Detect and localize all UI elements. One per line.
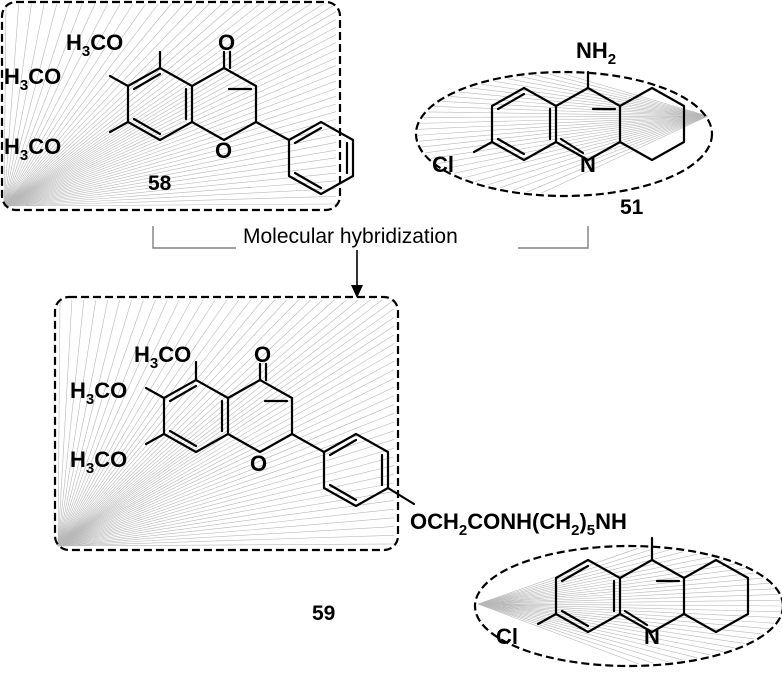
59-methoxy-5-label: H3CO	[134, 342, 191, 372]
frame-tacrine-59	[473, 544, 782, 668]
51-ring-nitrogen-label: N	[580, 152, 596, 177]
hatch-tacrine-51	[418, 73, 709, 194]
structure-58	[108, 50, 355, 196]
59-methoxy-7-label: H3CO	[70, 447, 127, 477]
59-linker-label: OCH2CONH(CH2)5NH	[410, 509, 627, 539]
58-oxo-label: O	[218, 30, 235, 55]
frame-flavone-59	[53, 295, 400, 552]
strategy-label-bg	[236, 222, 518, 250]
compound-58-number: 58	[148, 172, 172, 195]
51-chloro-label: Cl	[432, 152, 454, 177]
58-methoxy-6-label: H3CO	[4, 64, 61, 94]
structure-59-flavone	[144, 360, 416, 508]
hatch-flavone-58	[3, 3, 337, 207]
hybridization-arrowhead	[351, 285, 363, 298]
structure-51	[472, 70, 686, 162]
hatch-flavone-59	[57, 299, 395, 547]
59-methoxy-6-label: H3CO	[70, 378, 127, 408]
59-ring-nitrogen-label: N	[644, 624, 660, 649]
frame-flavone-58	[0, 0, 342, 212]
compound-51-number: 51	[620, 196, 644, 219]
58-methoxy-7-label: H3CO	[4, 134, 61, 164]
58-methoxy-5-label: H3CO	[66, 30, 123, 60]
59-ring-oxygen-label: O	[250, 451, 267, 476]
59-chloro-label: Cl	[496, 624, 518, 649]
compound-59-number: 59	[312, 602, 335, 625]
51-amine-label: NH2	[576, 38, 616, 68]
frame-tacrine-51	[414, 70, 714, 198]
strategy-label: Molecular hybridization	[243, 225, 458, 248]
59-oxo-label: O	[254, 342, 271, 367]
structure-59-tacrine	[536, 536, 750, 634]
58-ring-oxygen-label: O	[215, 138, 232, 163]
hatch-tacrine-59	[477, 547, 782, 665]
